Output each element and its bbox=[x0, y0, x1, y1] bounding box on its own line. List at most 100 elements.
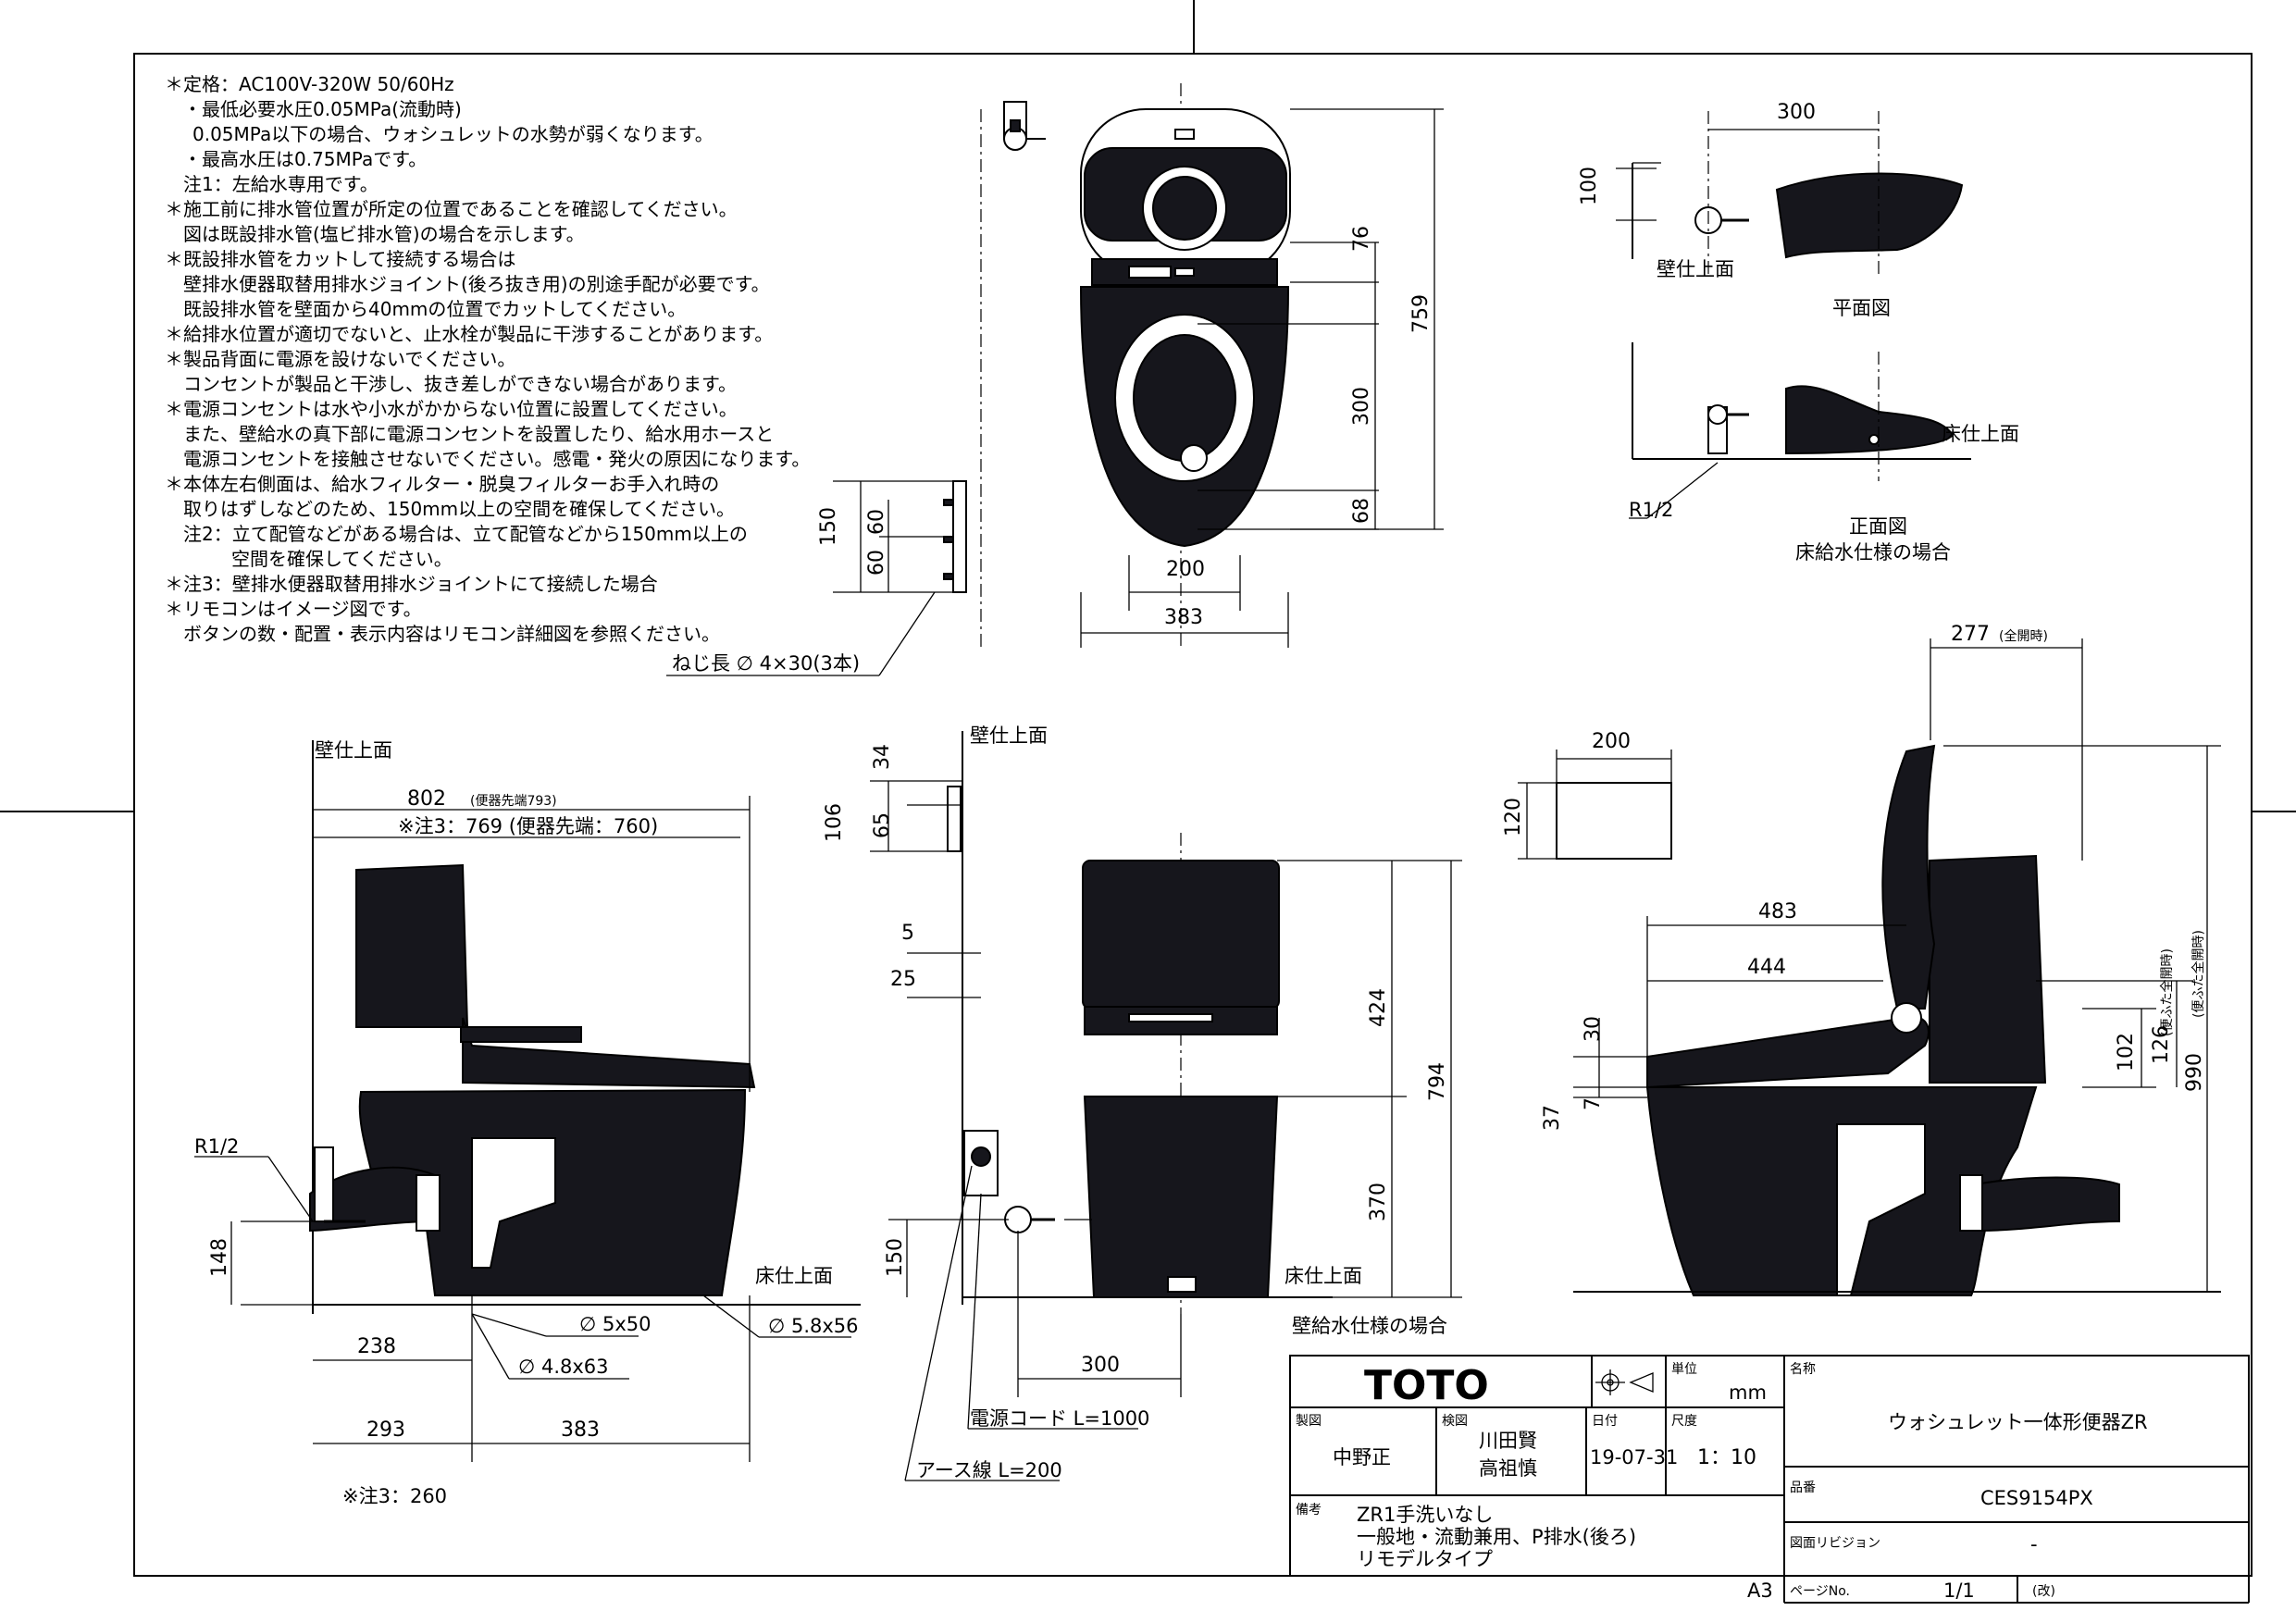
dim-76: 76 bbox=[1350, 226, 1373, 252]
note3-769: ※注3：769 (便器先端：760) bbox=[398, 815, 658, 837]
dim-150: 150 bbox=[817, 507, 840, 546]
note-line: 既設排水管を壁面から40mmの位置でカットしてください。 bbox=[183, 298, 686, 320]
power-cord-label: 電源コード L=1000 bbox=[970, 1407, 1149, 1430]
dim-483: 483 bbox=[1758, 900, 1797, 923]
name-label: 名称 bbox=[1790, 1362, 1816, 1377]
dim-200: 200 bbox=[1166, 558, 1205, 581]
note-line: 注2：立て配管などがある場合は、立て配管などから150mm以上の bbox=[183, 523, 748, 545]
caption-wall-supply: 壁給水仕様の場合 bbox=[1292, 1315, 1447, 1337]
note-line: ・最高水圧は0.75MPaです。 bbox=[183, 148, 427, 170]
product-name: ウォシュレット一体形便器ZR bbox=[1888, 1411, 2148, 1433]
dim-37: 37 bbox=[1541, 1105, 1564, 1131]
dim-802-note: (便器先端793) bbox=[470, 794, 557, 809]
dim-277: 277 bbox=[1951, 623, 1990, 646]
note-line: ＊給排水位置が適切でないと、止水栓が製品に干渉することがあります。 bbox=[165, 323, 773, 345]
dim-300: 300 bbox=[1350, 387, 1373, 426]
drawn-label: 製図 bbox=[1296, 1414, 1322, 1429]
r12-side: R1/2 bbox=[194, 1135, 239, 1158]
caption-plan: 平面図 bbox=[1832, 297, 1891, 319]
model-label: 品番 bbox=[1790, 1481, 1816, 1495]
dim-60-a: 60 bbox=[865, 509, 888, 535]
dim-60-b: 60 bbox=[865, 550, 888, 576]
floor-supply-detail: 300 100 壁仕上面 平面図 R1/2 床仕上面 正面図 床給水仕様の場合 bbox=[1578, 101, 2019, 564]
dim-102: 102 bbox=[2115, 1033, 2138, 1072]
dim-148: 148 bbox=[208, 1238, 231, 1277]
checked-by-2: 高祖慎 bbox=[1479, 1457, 1537, 1480]
remark-line-1: ZR1手洗いなし bbox=[1357, 1504, 1493, 1526]
note-line: ＊施工前に排水管位置が所定の位置であることを確認してください。 bbox=[165, 198, 738, 220]
dim-25: 25 bbox=[890, 968, 916, 991]
revision-label: 図面リビジョン bbox=[1790, 1536, 1880, 1551]
dim-990: 990 bbox=[2183, 1053, 2206, 1092]
dim-300-plan: 300 bbox=[1777, 101, 1816, 124]
date-value: 19-07-31 bbox=[1590, 1446, 1678, 1468]
unit-label: 単位 bbox=[1671, 1362, 1697, 1377]
front-view: 壁仕上面 34 106 65 5 25 424 794 370 150 300 … bbox=[823, 725, 1462, 1481]
dim-68: 68 bbox=[1350, 498, 1373, 524]
dim-802: 802 bbox=[407, 787, 446, 811]
supply-valve-icon bbox=[1003, 101, 1046, 151]
note-line: 0.05MPa以下の場合、ウォシュレットの水勢が弱くなります。 bbox=[192, 123, 714, 145]
checked-label: 検図 bbox=[1442, 1414, 1468, 1429]
floor-label-plan: 床仕上面 bbox=[1942, 423, 2019, 445]
note3-260: ※注3：260 bbox=[342, 1485, 447, 1507]
side-view: 壁仕上面 802 (便器先端793) ※注3：769 (便器先端：760) R1… bbox=[194, 739, 861, 1507]
dim-126-note: (便ふた全開時) bbox=[2159, 948, 2175, 1036]
dim-794: 794 bbox=[1426, 1062, 1449, 1101]
scale-label: 尺度 bbox=[1671, 1414, 1697, 1429]
dim-383-side: 383 bbox=[561, 1419, 600, 1442]
dim-759: 759 bbox=[1409, 294, 1433, 333]
sheet-size: A3 bbox=[1747, 1580, 1773, 1602]
hole-48x63: ∅ 4.8x63 bbox=[518, 1356, 609, 1378]
revision-value: - bbox=[2030, 1533, 2038, 1555]
dim-106: 106 bbox=[823, 803, 846, 842]
scale-value: 1：10 bbox=[1697, 1446, 1756, 1469]
remark-line-3: リモデルタイプ bbox=[1357, 1548, 1493, 1570]
drawing-frame bbox=[0, 0, 2296, 1577]
note-line: ＊電源コンセントは水や小水がかからない位置に設置してください。 bbox=[165, 398, 738, 420]
projection-symbol-icon bbox=[1595, 1369, 1654, 1395]
model-number: CES9154PX bbox=[1980, 1487, 2093, 1509]
floor-label-front: 床仕上面 bbox=[1285, 1265, 1362, 1287]
hole-58x56: ∅ 5.8x56 bbox=[768, 1315, 859, 1337]
dim-370: 370 bbox=[1367, 1183, 1390, 1221]
dim-238: 238 bbox=[357, 1335, 396, 1358]
unit-value: mm bbox=[1729, 1381, 1767, 1404]
dim-126: 126 bbox=[2150, 1025, 2173, 1064]
dim-990-note: (便ふた全開時) bbox=[2191, 930, 2206, 1018]
page-tag: (改) bbox=[2032, 1584, 2055, 1599]
top-view: 76 300 759 68 200 383 150 60 60 ねじ長 ∅ 4×… bbox=[666, 83, 1444, 676]
note-line: 壁排水便器取替用排水ジョイント(後ろ抜き用)の別途手配が必要です。 bbox=[183, 273, 770, 295]
dim-30: 30 bbox=[1582, 1016, 1605, 1042]
note-line: ＊既設排水管をカットして接続する場合は bbox=[165, 248, 515, 270]
dim-34: 34 bbox=[871, 744, 894, 770]
note-line: 取りはずしなどのため、150mm以上の空間を確保してください。 bbox=[183, 498, 735, 520]
note-line: 電源コンセントを接触させないでください。感電・発火の原因になります。 bbox=[183, 448, 810, 470]
drawn-by: 中野正 bbox=[1333, 1446, 1391, 1468]
note-line: ＊リモコンはイメージ図です。 bbox=[165, 598, 422, 620]
page-value: 1/1 bbox=[1943, 1580, 1975, 1602]
date-label: 日付 bbox=[1592, 1414, 1618, 1429]
checked-by-1: 川田賢 bbox=[1479, 1430, 1537, 1452]
dim-424: 424 bbox=[1367, 988, 1390, 1027]
dim-200-remote: 200 bbox=[1592, 730, 1631, 753]
dim-5: 5 bbox=[901, 922, 914, 945]
dim-150-front: 150 bbox=[884, 1238, 907, 1277]
note-line: コンセントが製品と干渉し、抜き差しができない場合があります。 bbox=[183, 373, 737, 395]
note-line: ・最低必要水圧0.05MPa(流動時) bbox=[183, 98, 462, 120]
note-line: ＊本体左右側面は、給水フィルター・脱臭フィルターお手入れ時の bbox=[165, 473, 719, 495]
brand-logo: TOTO bbox=[1364, 1362, 1489, 1409]
hole-5x50: ∅ 5x50 bbox=[579, 1313, 651, 1335]
dim-300-front: 300 bbox=[1081, 1354, 1120, 1377]
note-line: 空間を確保してください。 bbox=[231, 548, 453, 570]
caption-front: 正面図 bbox=[1849, 515, 1907, 538]
remark-line-2: 一般地・流動兼用、P排水(後ろ) bbox=[1357, 1526, 1636, 1548]
note-line: ＊製品背面に電源を設けないでください。 bbox=[165, 348, 515, 370]
note-line: 注1：左給水専用です。 bbox=[183, 173, 379, 195]
dim-444: 444 bbox=[1747, 956, 1786, 979]
remarks-label: 備考 bbox=[1296, 1503, 1322, 1518]
earth-wire-label: アース線 L=200 bbox=[916, 1459, 1062, 1481]
wall-label-plan: 壁仕上面 bbox=[1657, 258, 1734, 280]
dim-277-note: (全開時) bbox=[1999, 628, 2048, 644]
